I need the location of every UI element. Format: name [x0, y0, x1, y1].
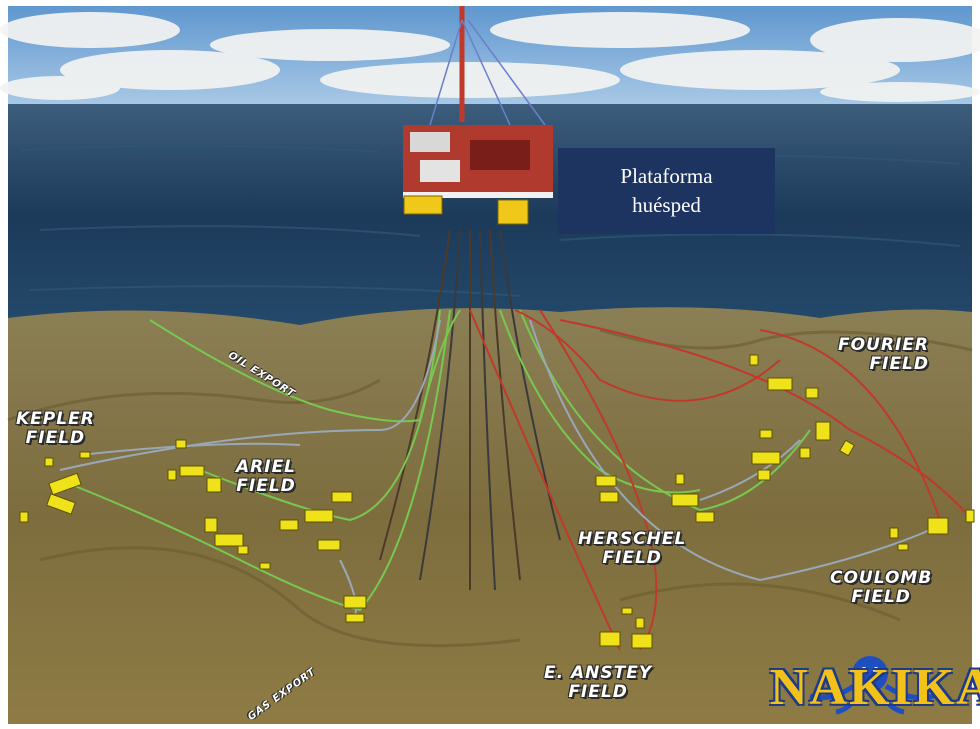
- seabed: [8, 307, 972, 724]
- nakika-logo-text: NAKIKA: [770, 659, 980, 716]
- fourier-field-suffix: FIELD: [869, 354, 929, 374]
- nakika-logo: NAKIKA: [770, 652, 980, 718]
- fourier-field-name: FOURIER: [838, 335, 929, 355]
- flowlines-red: [469, 309, 973, 651]
- anstey-field-label: E. ANSTEY FIELD: [544, 664, 652, 702]
- kepler-field-suffix: FIELD: [25, 428, 86, 448]
- coulomb-field-name: COULOMB: [830, 568, 933, 588]
- flowlines-gray: [59, 319, 931, 616]
- herschel-field-suffix: FIELD: [602, 548, 662, 568]
- sea-ripples: [19, 144, 961, 297]
- herschel-field-name: HERSCHEL: [578, 529, 687, 549]
- callout-line-1: Plataforma: [620, 164, 713, 188]
- fourier-field-label: FOURIER FIELD: [838, 336, 929, 374]
- clouds: [0, 12, 980, 102]
- subsea-equipment: [19, 354, 975, 649]
- anstey-field-suffix: FIELD: [568, 682, 628, 702]
- kepler-field-label: KEPLER FIELD: [16, 410, 95, 448]
- ariel-field-suffix: FIELD: [236, 476, 296, 496]
- kepler-field-name: KEPLER: [16, 409, 95, 429]
- ariel-field-name: ARIEL: [236, 457, 297, 477]
- coulomb-field-label: COULOMB FIELD: [830, 569, 932, 607]
- host-platform-callout: Plataforma huésped: [558, 148, 775, 234]
- host-platform: [403, 6, 553, 225]
- callout-line-2: huésped: [632, 193, 701, 217]
- herschel-field-label: HERSCHEL FIELD: [578, 530, 686, 568]
- coulomb-field-suffix: FIELD: [851, 587, 911, 607]
- anstey-field-name: E. ANSTEY: [544, 663, 653, 683]
- octopus-icon: [809, 656, 935, 715]
- ariel-field-label: ARIEL FIELD: [236, 458, 296, 496]
